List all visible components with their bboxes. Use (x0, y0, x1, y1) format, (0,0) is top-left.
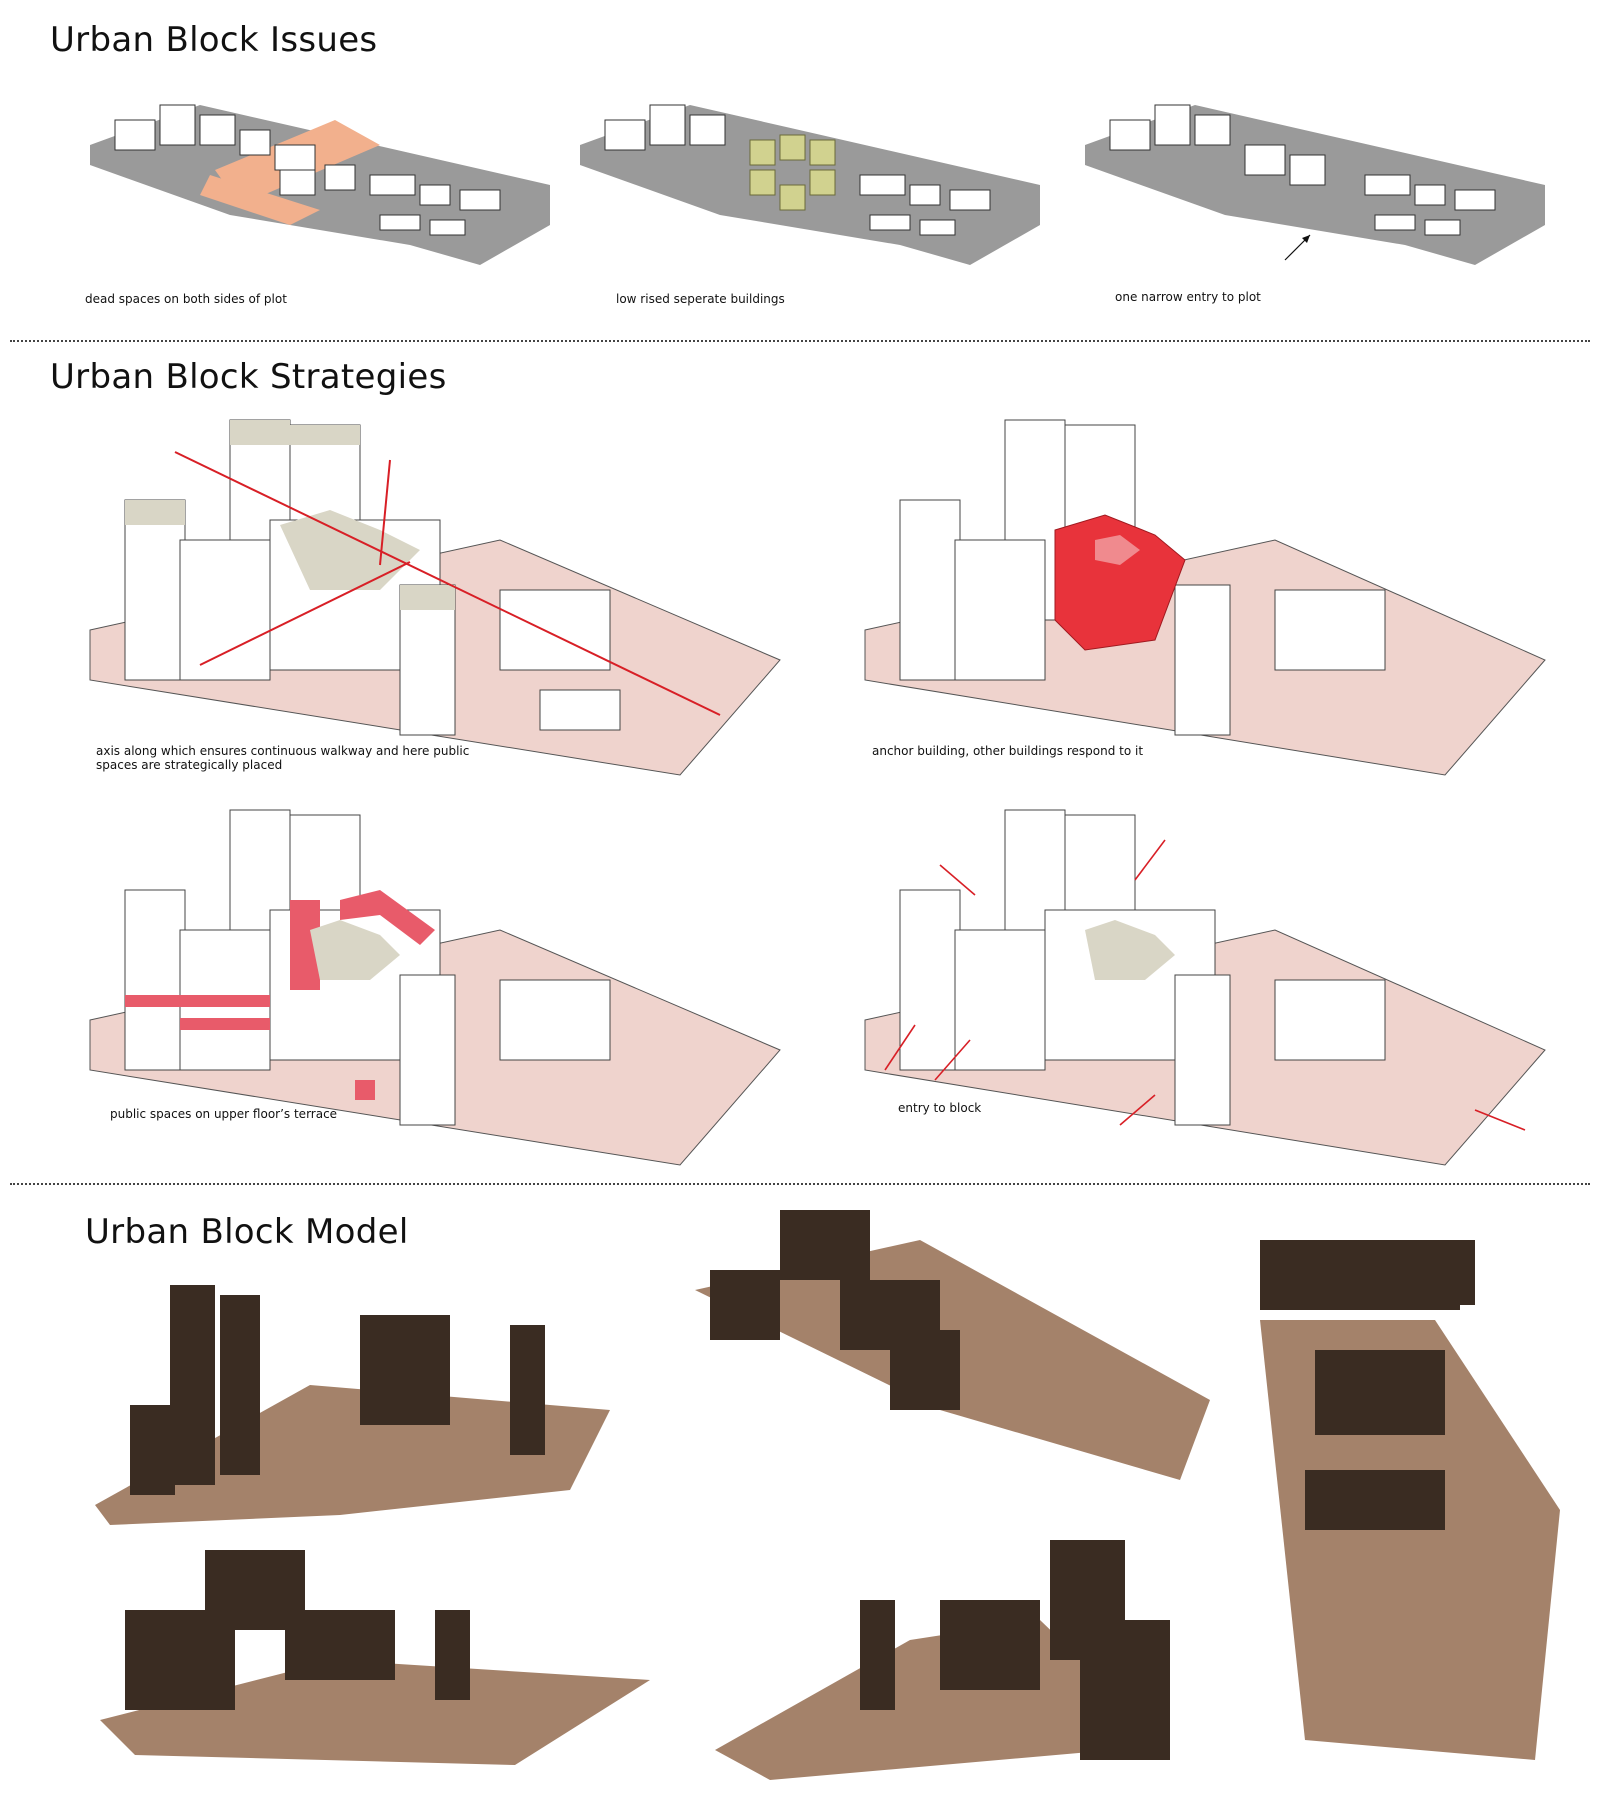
strategy-caption-4: entry to block (898, 1101, 982, 1115)
strategy-caption-3: public spaces on upper floor’s terrace (110, 1107, 338, 1121)
strategy-caption-1a: axis along which ensures continuous walk… (96, 744, 470, 758)
strategy-diagram-anchor (855, 390, 1555, 780)
issue-diagram-narrow-entry (1075, 75, 1545, 275)
issue-caption-2: low rised seperate buildings (616, 292, 785, 306)
model-title: Urban Block Model (85, 1212, 409, 1252)
issue-caption-1: dead spaces on both sides of plot (85, 292, 287, 306)
model-photo-5 (710, 1530, 1210, 1780)
strategy-caption-1b: spaces are strategically placed (96, 758, 283, 772)
issues-title: Urban Block Issues (50, 20, 378, 60)
strategies-title: Urban Block Strategies (50, 357, 447, 397)
strategy-caption-2: anchor building, other buildings respond… (872, 744, 1144, 758)
strategy-diagram-terrace (80, 780, 790, 1170)
strategy-diagram-entry (855, 780, 1565, 1170)
model-photo-3 (1255, 1230, 1565, 1760)
model-photo-2 (690, 1200, 1215, 1485)
issue-diagram-dead-space (80, 75, 550, 275)
section-divider-2 (10, 1183, 1590, 1185)
issue-caption-3: one narrow entry to plot (1115, 290, 1261, 304)
strategy-diagram-axis (80, 390, 790, 780)
section-divider-1 (10, 340, 1590, 342)
model-photo-4 (95, 1530, 655, 1770)
issue-diagram-low-rise (570, 75, 1040, 275)
model-photo-1 (90, 1265, 610, 1525)
